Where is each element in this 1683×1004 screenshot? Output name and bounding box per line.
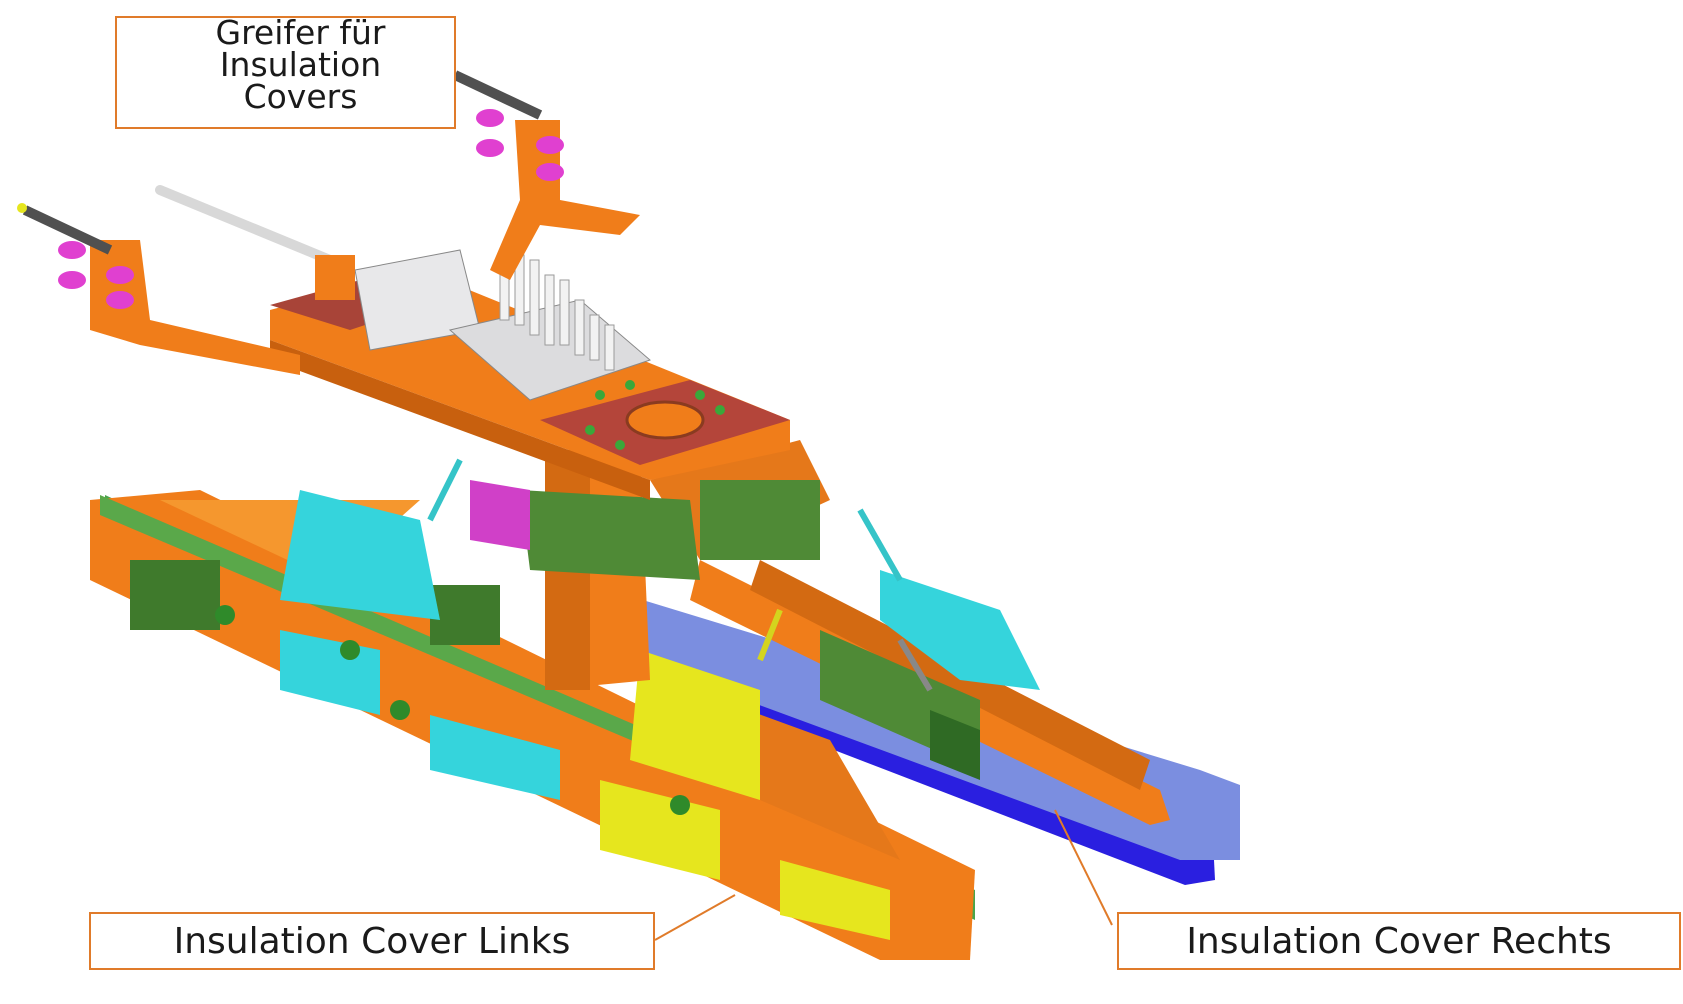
rod-left xyxy=(22,205,113,255)
magenta-fittings-top xyxy=(476,109,564,181)
right-cover-arm xyxy=(600,508,1240,885)
cable-left xyxy=(427,458,463,522)
fitting-left-1 xyxy=(215,605,235,625)
cyan-cylinder-left-3 xyxy=(430,715,560,800)
magenta-plate xyxy=(470,480,530,550)
callout-gripper: Greifer für Insulation Covers xyxy=(115,16,456,129)
yellow-cylinder-left-1 xyxy=(630,650,760,800)
main-plate-front xyxy=(270,340,650,500)
center-bore xyxy=(625,400,705,440)
fitting-left-4 xyxy=(670,795,690,815)
cyan-cylinder-left-1 xyxy=(280,490,440,620)
orange-frame-left xyxy=(90,490,975,960)
yellow-cylinder-left-3 xyxy=(780,860,890,940)
fitting-left-2 xyxy=(340,640,360,660)
orange-beam-right-2 xyxy=(750,560,1150,790)
callout-gripper-label: Greifer für Insulation Covers xyxy=(215,12,386,116)
cable-left-2 xyxy=(757,608,783,662)
fitting-left-3 xyxy=(390,700,410,720)
linear-actuator xyxy=(155,185,355,300)
callout-cover-right: Insulation Cover Rechts xyxy=(1117,912,1681,970)
central-column xyxy=(470,440,830,690)
actuator-mount xyxy=(315,255,355,300)
rod-left-tip xyxy=(17,203,27,213)
top-plate xyxy=(270,249,790,500)
rod-top xyxy=(452,70,543,120)
cable-right-2 xyxy=(897,638,933,692)
cable-right xyxy=(857,508,903,582)
magenta-fittings-left xyxy=(58,241,134,309)
green-block-2 xyxy=(430,585,500,645)
callout-cover-right-label: Insulation Cover Rechts xyxy=(1186,920,1612,962)
leader-line-left xyxy=(654,894,736,941)
pneumatic-fittings xyxy=(499,249,615,371)
bracket-left-plate xyxy=(90,240,300,375)
green-bracket-center xyxy=(520,490,700,580)
gripper-bracket-left xyxy=(17,203,300,375)
leader-line-right xyxy=(1054,809,1113,926)
callout-cover-left: Insulation Cover Links xyxy=(89,912,655,970)
left-cover-arm xyxy=(90,458,975,960)
green-bolts xyxy=(585,380,725,450)
green-block-1 xyxy=(130,560,220,630)
gripper-bracket-top xyxy=(452,70,640,280)
green-bracket-right xyxy=(700,480,820,560)
callout-cover-left-label: Insulation Cover Links xyxy=(173,920,571,962)
actuator-rod xyxy=(155,185,335,265)
cyan-cylinder-right xyxy=(880,570,1040,690)
bracket-top-plate xyxy=(490,120,640,280)
green-sensor-right xyxy=(930,710,980,780)
orange-triangle-left-2 xyxy=(720,700,900,860)
